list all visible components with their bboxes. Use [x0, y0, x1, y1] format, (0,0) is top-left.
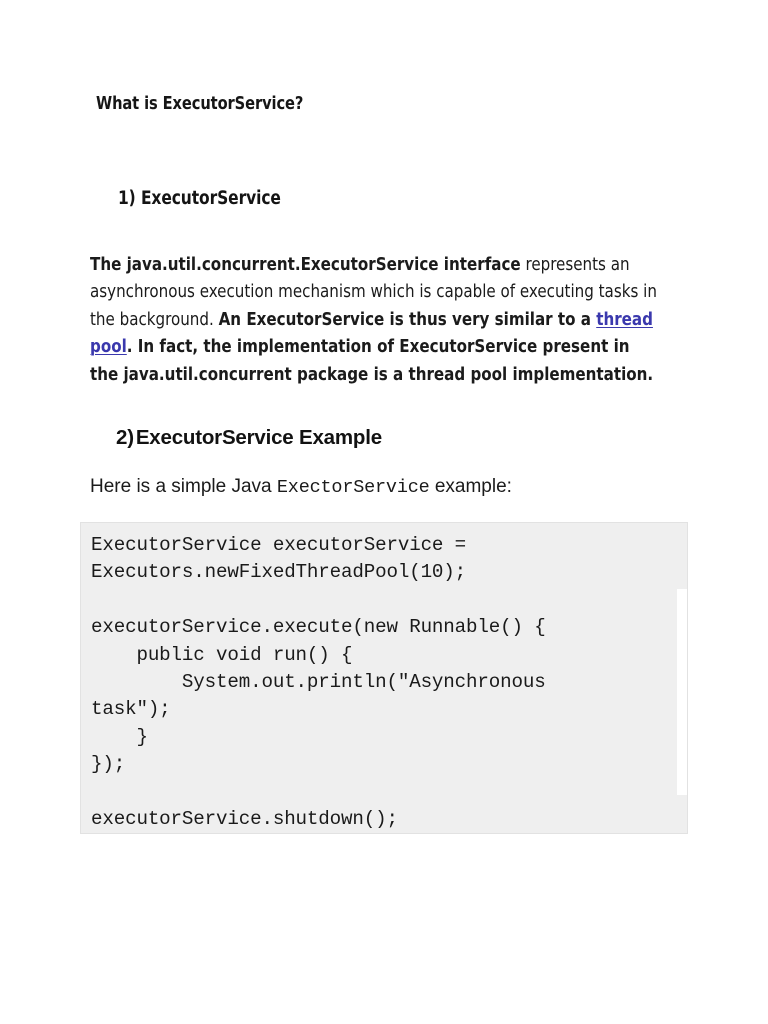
paragraph-bold-tail: . In fact, the implementation of Executo… — [90, 337, 654, 385]
paragraph-bold-mid: An ExecutorService is thus very similar … — [218, 309, 597, 330]
code-sample: ExecutorService executorService = Execut… — [91, 534, 546, 831]
paragraph-bold-lead: The java.util.concurrent.ExecutorService… — [90, 254, 521, 275]
code-intro-line: Here is a simple Java ExectorService exa… — [90, 476, 512, 498]
section-heading-2-text: ExecutorService Example — [135, 426, 382, 449]
code-block: ExecutorService executorService = Execut… — [80, 522, 688, 834]
section-heading-2: 2)ExecutorService Example — [116, 426, 382, 450]
code-scroll-strip — [677, 589, 687, 795]
code-intro-monospace-term: ExectorService — [276, 477, 430, 498]
code-intro-prefix: Here is a simple Java — [90, 476, 277, 497]
page-title: What is ExecutorService? — [96, 94, 304, 114]
section-heading-1: 1) ExecutorService — [118, 188, 281, 209]
code-intro-suffix: example: — [429, 476, 512, 497]
section-1-paragraph: The java.util.concurrent.ExecutorService… — [90, 252, 657, 390]
paragraph-regular-text: represents an asynchronous execution mec… — [90, 254, 657, 330]
section-heading-2-number: 2) — [116, 426, 134, 449]
thread-pool-link[interactable]: thread pool — [90, 309, 653, 358]
